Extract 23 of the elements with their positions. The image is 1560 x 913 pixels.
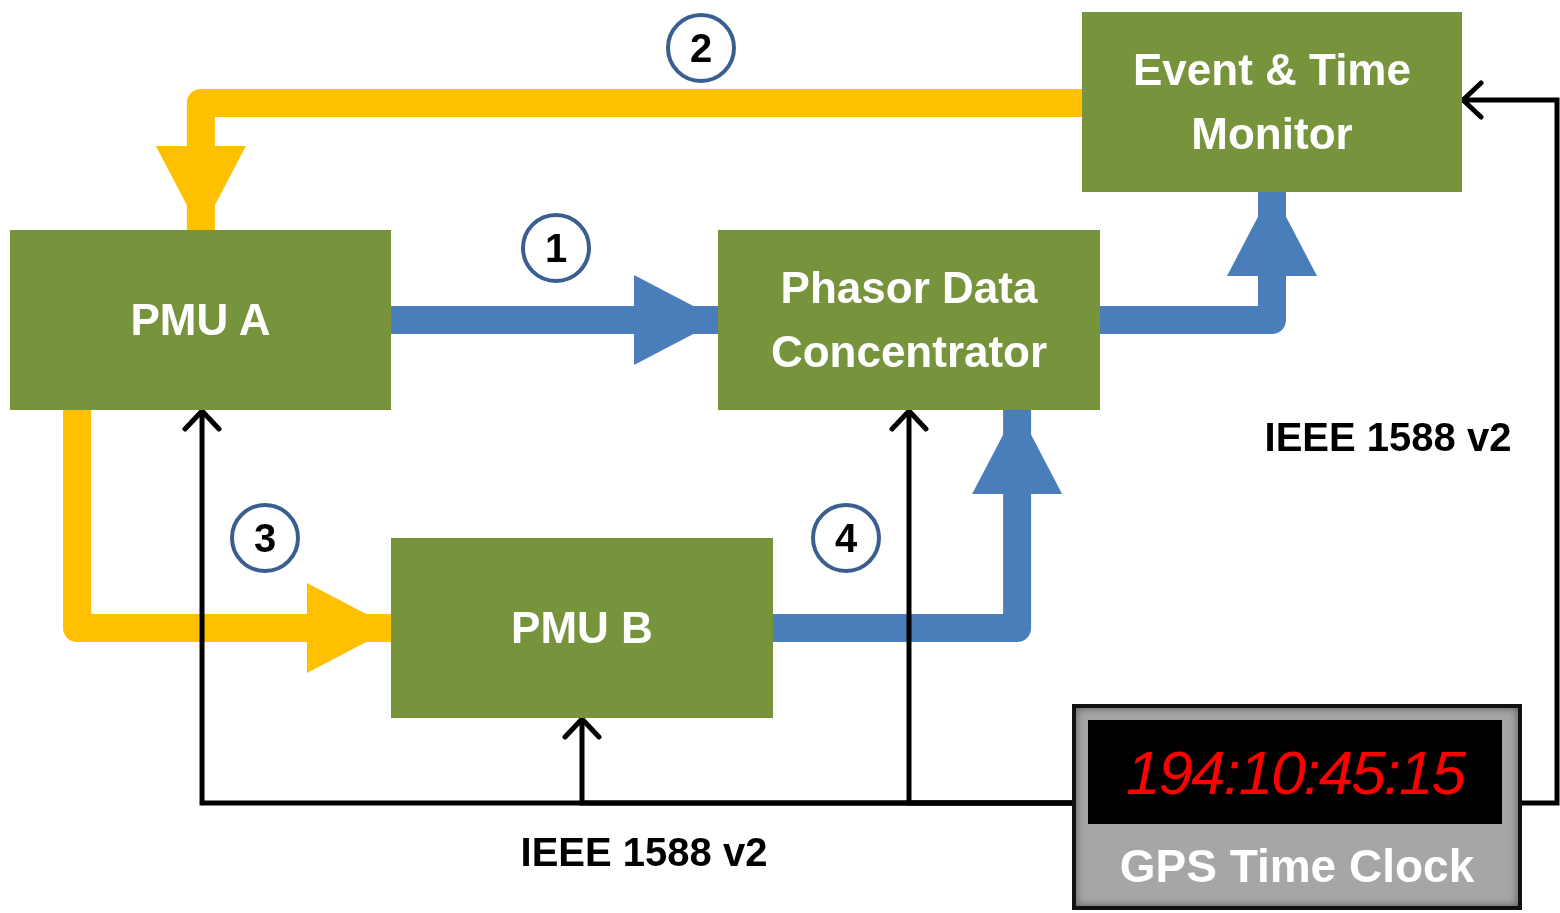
box-label: Phasor Data Concentrator: [769, 262, 1049, 378]
process-box: [10, 230, 391, 410]
block-arrow: [773, 408, 1063, 642]
block-arrow: [155, 89, 1082, 232]
box-label: PMU A: [130, 294, 271, 346]
callout-number: 2: [666, 13, 736, 83]
process-box: [718, 230, 1100, 410]
process-box: [1082, 12, 1462, 192]
block-arrow: [1100, 190, 1317, 334]
protocol-label: IEEE 1588 v2: [1264, 414, 1512, 460]
box-label: Event & Time Monitor: [1132, 44, 1412, 160]
connector-arrow: [889, 408, 1072, 806]
device-label: GPS Time Clock: [1118, 839, 1476, 894]
block-arrow: [63, 410, 393, 673]
callout-number: 4: [811, 503, 881, 573]
block-arrow: [391, 275, 720, 365]
callout-number: 3: [230, 503, 300, 573]
digital-display: 194:10:45:15: [1088, 720, 1502, 824]
box-label: PMU B: [511, 602, 653, 654]
protocol-label: IEEE 1588 v2: [520, 829, 768, 875]
process-box: [391, 538, 773, 718]
clock-device: [1072, 704, 1522, 910]
callout-number: 1: [521, 213, 591, 283]
